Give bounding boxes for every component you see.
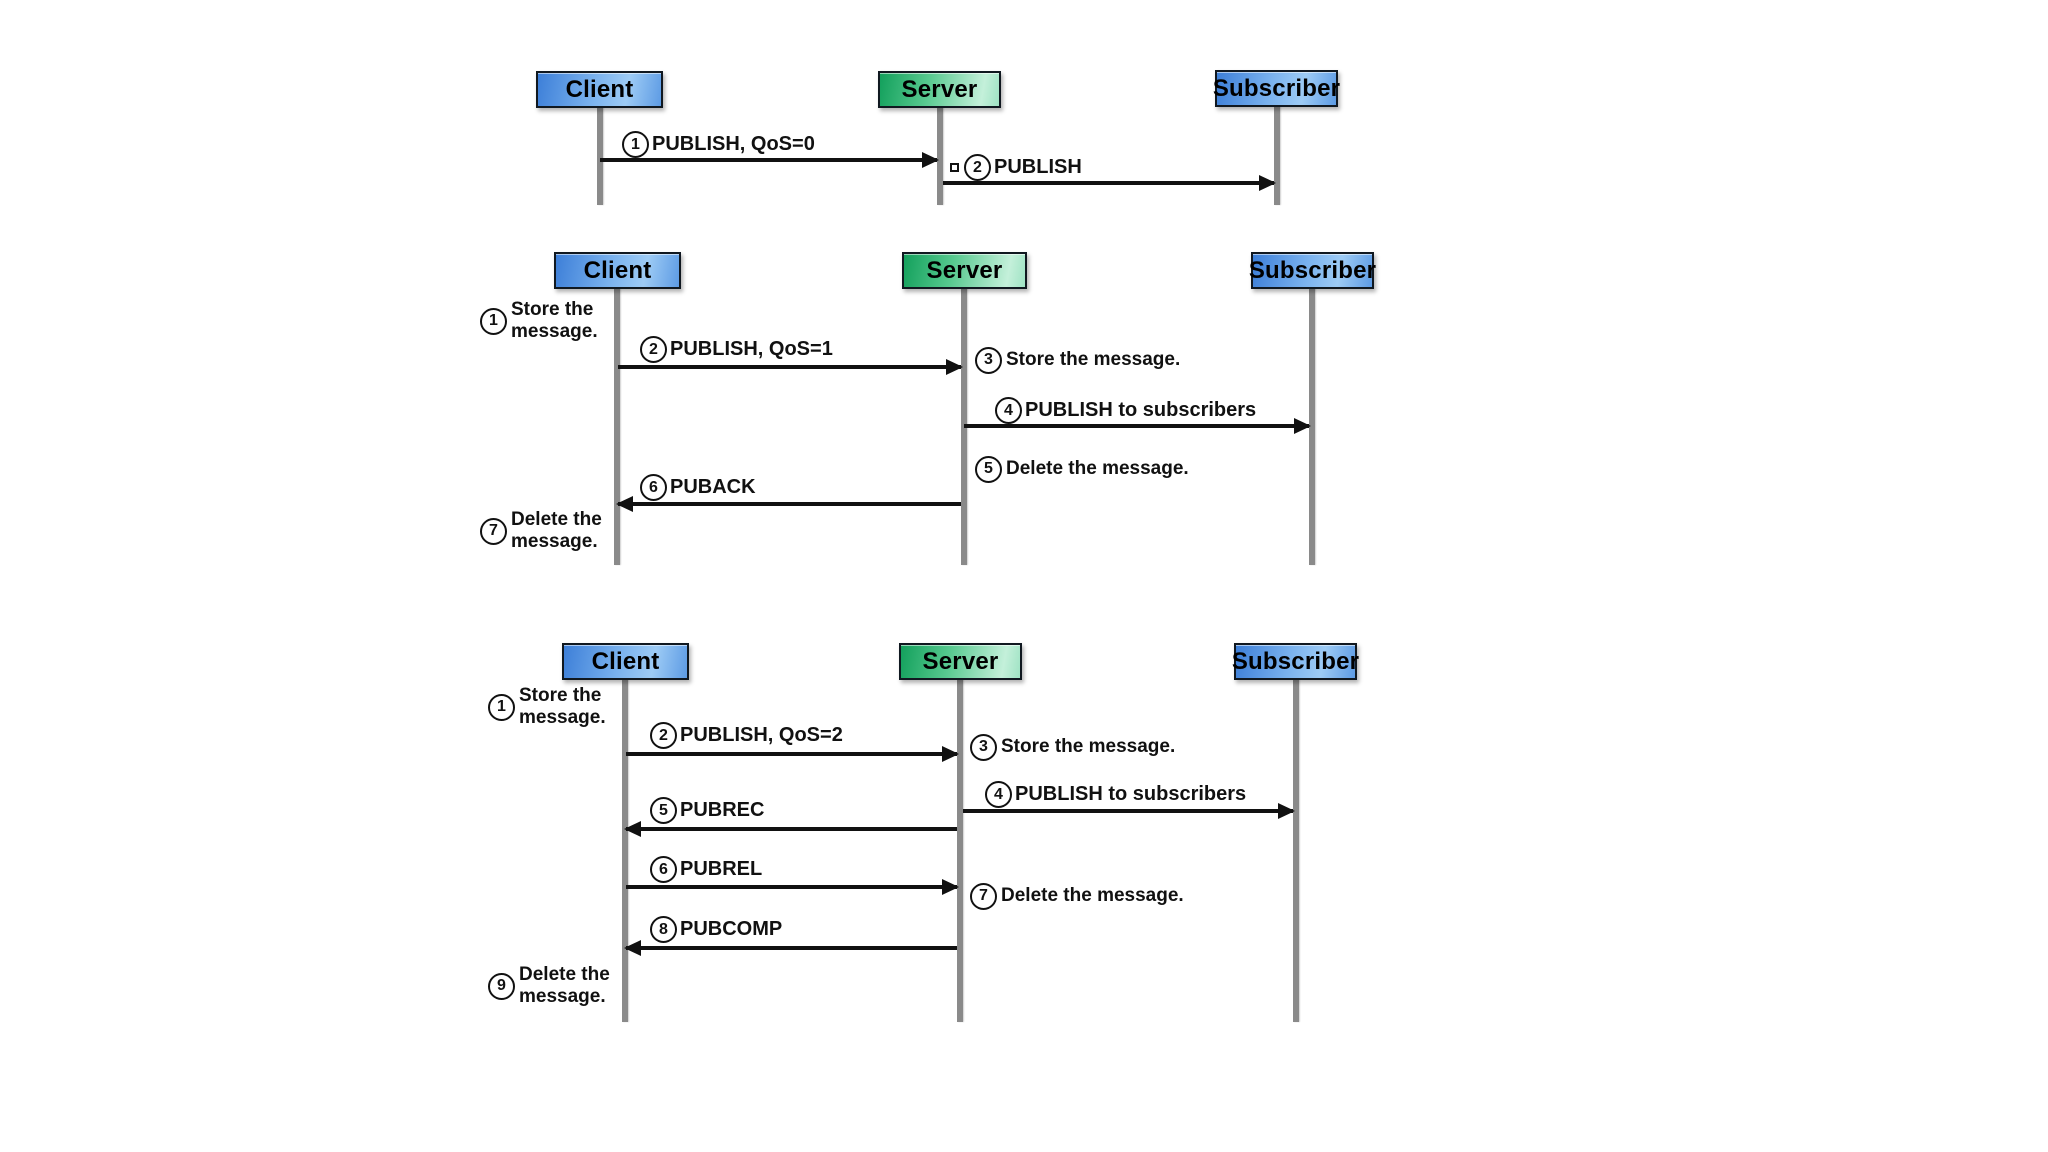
circled-number: 2 xyxy=(650,722,677,749)
note-text: Delete the message. xyxy=(1006,458,1189,480)
message-text: PUBREL xyxy=(680,858,763,880)
circled-number: 2 xyxy=(640,336,667,363)
arrow-pubcomp xyxy=(624,940,957,956)
message-text: PUBLISH xyxy=(994,156,1082,178)
actor-label-subscriber: Subscriber xyxy=(1212,74,1341,102)
arrow-publish-qos0 xyxy=(600,152,939,168)
actor-label-server: Server xyxy=(922,647,999,675)
note-delete-message-client: 9 Delete the message. xyxy=(488,964,621,1009)
actor-box-server: Server xyxy=(899,643,1022,680)
message-label-publish-qos2: 2 PUBLISH, QoS=2 xyxy=(650,722,843,749)
lifeline-client xyxy=(622,678,628,1022)
small-square-marker-icon xyxy=(950,163,959,172)
circled-number: 1 xyxy=(480,307,507,335)
lifeline-server xyxy=(937,106,943,205)
circled-number: 1 xyxy=(488,693,515,721)
circled-number: 6 xyxy=(650,856,677,883)
lifeline-subscriber xyxy=(1274,105,1280,205)
arrow-publish-qos2 xyxy=(626,746,959,762)
actor-label-client: Client xyxy=(565,75,634,103)
message-label-publish: 2 PUBLISH xyxy=(950,154,1082,181)
note-delete-message-client: 7 Delete the message. xyxy=(480,509,613,554)
message-text: PUBLISH to subscribers xyxy=(1015,783,1247,805)
lifeline-client xyxy=(597,106,603,205)
message-text: PUBACK xyxy=(670,476,756,498)
message-text: PUBLISH, QoS=1 xyxy=(670,338,833,360)
lifeline-subscriber xyxy=(1293,678,1299,1022)
note-store-message-server: 3 Store the message. xyxy=(970,734,1175,761)
actor-label-client: Client xyxy=(583,256,652,284)
message-text: PUBREC xyxy=(680,799,765,821)
message-label-pubrec: 5 PUBREC xyxy=(650,797,764,824)
circled-number: 3 xyxy=(970,734,997,761)
actor-box-client: Client xyxy=(554,252,681,289)
message-label-publish-to-subscribers: 4 PUBLISH to subscribers xyxy=(995,397,1256,424)
circled-number: 1 xyxy=(622,131,649,158)
note-delete-message-server: 7 Delete the message. xyxy=(970,883,1184,910)
message-label-publish-qos1: 2 PUBLISH, QoS=1 xyxy=(640,336,833,363)
actor-box-client: Client xyxy=(536,71,663,108)
message-label-pubrel: 6 PUBREL xyxy=(650,856,762,883)
actor-label-client: Client xyxy=(591,647,660,675)
actor-label-subscriber: Subscriber xyxy=(1248,256,1377,284)
actor-label-server: Server xyxy=(901,75,978,103)
circled-number: 5 xyxy=(975,456,1002,483)
note-text: Delete the message. xyxy=(519,964,610,1008)
note-text: Store the message. xyxy=(511,299,598,343)
note-store-message-client: 1 Store the message. xyxy=(488,685,621,730)
circled-number: 4 xyxy=(995,397,1022,424)
circled-number: 9 xyxy=(488,972,515,1000)
lifeline-subscriber xyxy=(1309,287,1315,565)
message-label-pubcomp: 8 PUBCOMP xyxy=(650,916,782,943)
message-text: PUBLISH, QoS=2 xyxy=(680,724,843,746)
arrow-pubrel xyxy=(626,879,959,895)
note-text: Store the message. xyxy=(1006,349,1181,371)
actor-box-subscriber: Subscriber xyxy=(1248,252,1377,289)
arrow-pubrec xyxy=(624,821,957,837)
note-delete-message-server: 5 Delete the message. xyxy=(975,456,1189,483)
arrow-publish-to-subscribers xyxy=(964,418,1311,434)
note-text: Delete the message. xyxy=(1001,885,1184,907)
circled-number: 3 xyxy=(975,347,1002,374)
circled-number: 5 xyxy=(650,797,677,824)
circled-number: 7 xyxy=(480,517,507,545)
message-text: PUBLISH to subscribers xyxy=(1025,399,1257,421)
circled-number: 6 xyxy=(640,474,667,501)
actor-box-client: Client xyxy=(562,643,689,680)
arrow-publish-qos1 xyxy=(618,359,963,375)
note-store-message-client: 1 Store the message. xyxy=(480,299,613,344)
circled-number: 4 xyxy=(985,781,1012,808)
actor-box-subscriber: Subscriber xyxy=(1212,70,1341,107)
arrow-publish-to-subscribers xyxy=(963,803,1295,819)
message-label-publish-qos0: 1 PUBLISH, QoS=0 xyxy=(622,131,815,158)
actor-label-subscriber: Subscriber xyxy=(1231,647,1360,675)
message-text: PUBLISH, QoS=0 xyxy=(652,133,815,155)
lifeline-server xyxy=(957,678,963,1022)
circled-number: 7 xyxy=(970,883,997,910)
message-label-publish-to-subscribers: 4 PUBLISH to subscribers xyxy=(985,781,1246,808)
actor-box-subscriber: Subscriber xyxy=(1231,643,1360,680)
note-store-message-server: 3 Store the message. xyxy=(975,347,1180,374)
actor-box-server: Server xyxy=(878,71,1001,108)
message-label-puback: 6 PUBACK xyxy=(640,474,756,501)
actor-label-server: Server xyxy=(926,256,1003,284)
message-text: PUBCOMP xyxy=(680,918,783,940)
note-text: Store the message. xyxy=(519,685,606,729)
note-text: Delete the message. xyxy=(511,509,602,553)
note-text: Store the message. xyxy=(1001,736,1176,758)
circled-number: 2 xyxy=(964,154,991,181)
arrow-publish-to-subscriber xyxy=(943,175,1276,191)
actor-box-server: Server xyxy=(902,252,1027,289)
lifeline-client xyxy=(614,287,620,565)
circled-number: 8 xyxy=(650,916,677,943)
arrow-puback xyxy=(616,496,961,512)
